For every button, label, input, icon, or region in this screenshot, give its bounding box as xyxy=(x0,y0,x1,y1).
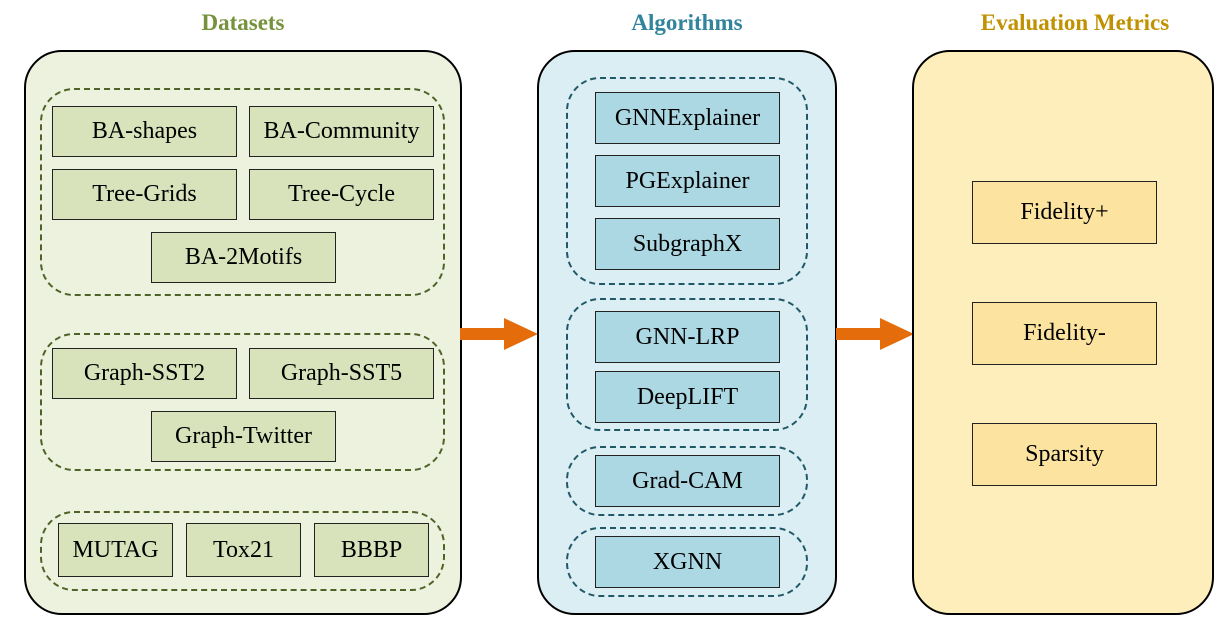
algorithm-box: SubgraphX xyxy=(595,218,780,270)
dataset-box: BA-Community xyxy=(249,106,434,157)
molecular-datasets-group xyxy=(40,511,445,591)
gradient-methods-group xyxy=(566,446,808,516)
text-datasets-group xyxy=(40,333,445,471)
dataset-box: Tox21 xyxy=(186,523,301,577)
evaluation-metrics-title: Evaluation Metrics xyxy=(980,10,1170,35)
datasets-title: Datasets xyxy=(201,10,285,35)
dataset-box: MUTAG xyxy=(58,523,173,577)
metric-box: Fidelity+ xyxy=(972,181,1157,244)
dataset-box: BBBP xyxy=(314,523,429,577)
dataset-box: BA-shapes xyxy=(52,106,237,157)
algorithm-box: Grad-CAM xyxy=(595,455,780,507)
dataset-box: Tree-Cycle xyxy=(249,169,434,220)
algorithm-box: PGExplainer xyxy=(595,155,780,207)
dataset-box: Graph-SST2 xyxy=(52,348,237,399)
dataset-box: Graph-SST5 xyxy=(249,348,434,399)
arrow-right-icon xyxy=(836,318,914,350)
algorithm-box: GNNExplainer xyxy=(595,92,780,144)
synthetic-datasets-group xyxy=(40,88,445,296)
dataset-box: Graph-Twitter xyxy=(151,411,336,462)
algorithm-box: XGNN xyxy=(595,536,780,588)
metric-box: Sparsity xyxy=(972,423,1157,486)
decomposition-methods-group xyxy=(566,298,808,431)
metric-box: Fidelity- xyxy=(972,302,1157,365)
algorithms-title: Algorithms xyxy=(631,10,743,35)
perturbation-methods-group xyxy=(566,77,808,285)
arrow-right-icon xyxy=(460,318,538,350)
algorithm-box: GNN-LRP xyxy=(595,311,780,363)
model-level-methods-group xyxy=(566,527,808,597)
dataset-box: BA-2Motifs xyxy=(151,232,336,283)
algorithm-box: DeepLIFT xyxy=(595,371,780,423)
dataset-box: Tree-Grids xyxy=(52,169,237,220)
